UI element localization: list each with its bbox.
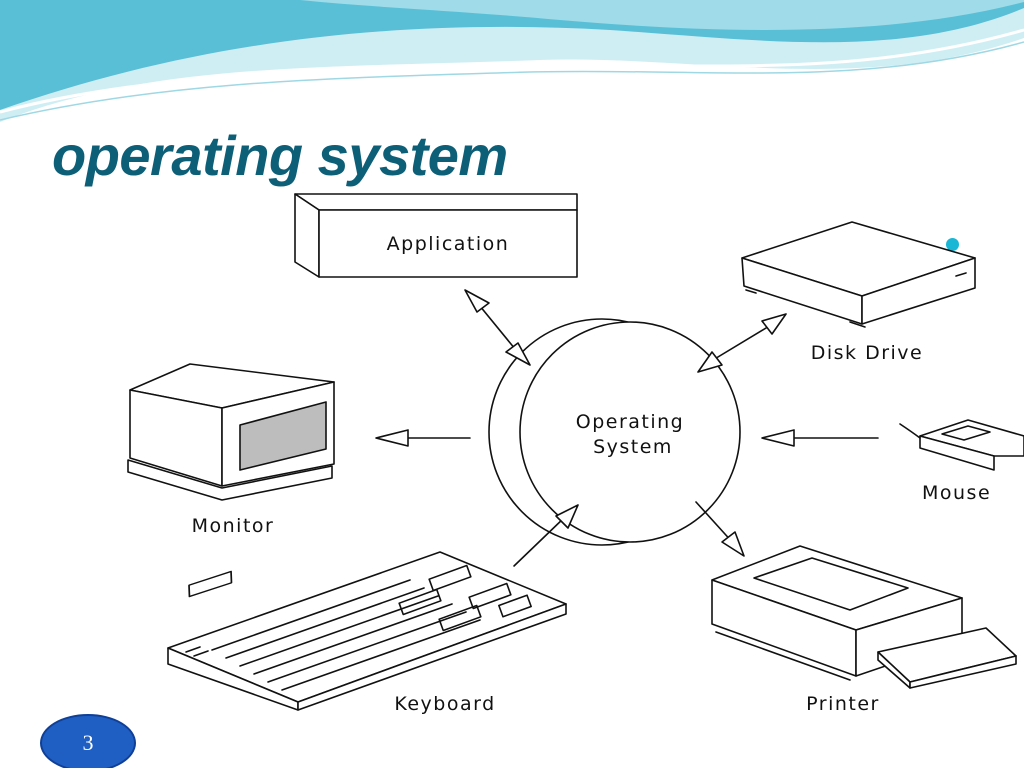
slide-title: operating system — [52, 124, 508, 187]
application-label: Application — [387, 233, 510, 255]
operating-system-node — [488, 318, 741, 546]
arrow-keyboard-os — [513, 504, 579, 567]
os-label-line2: System — [593, 436, 673, 458]
disk-drive-label: Disk Drive — [811, 342, 924, 364]
arrow-os-monitor — [375, 429, 471, 447]
header-wave — [0, 0, 1024, 122]
wave-teal-line — [0, 41, 1024, 121]
arrow-os-printer — [695, 501, 745, 557]
monitor-icon — [127, 363, 335, 501]
printer-label: Printer — [806, 693, 880, 715]
monitor-screen — [239, 401, 327, 471]
disk-drive-icon — [741, 221, 976, 328]
wave-highlight — [300, 0, 1024, 30]
arrow-application-os — [464, 289, 531, 366]
os-front-circle — [519, 321, 741, 543]
printer-icon — [711, 545, 1017, 689]
arrow-diskdrive-os — [697, 313, 787, 373]
page-number-badge: 3 — [40, 714, 136, 768]
bullet-dot — [946, 238, 959, 251]
printer-top-window — [753, 557, 909, 611]
wave-white-stripe — [0, 28, 1024, 114]
application-box — [294, 193, 578, 278]
arrow-mouse-os — [761, 429, 879, 447]
mouse-icon — [899, 419, 1024, 471]
monitor-label: Monitor — [192, 515, 275, 537]
keyboard-icon — [167, 551, 567, 711]
os-label-line1: Operating — [576, 411, 685, 433]
mouse-label: Mouse — [922, 482, 991, 504]
keyboard-label: Keyboard — [394, 693, 495, 715]
